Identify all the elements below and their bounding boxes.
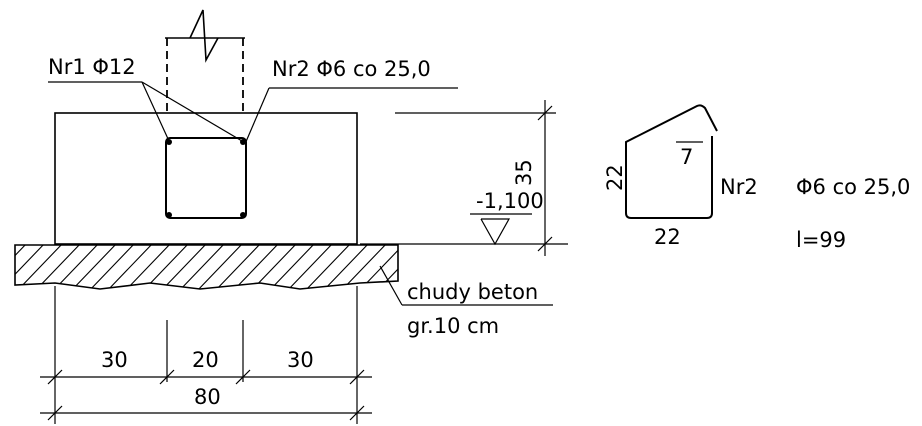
lean-concrete-thickness-label: gr.10 cm	[407, 314, 499, 338]
lean-concrete-leader	[379, 265, 553, 306]
dim-total-label: 80	[194, 385, 221, 409]
hatch-line	[15, 245, 47, 289]
rebar-cage	[165, 137, 247, 219]
lean-concrete-layer	[14, 244, 399, 290]
rebar-nr2-label: Nr2 Φ6 co 25,0	[272, 57, 431, 81]
bottom-dimensions	[40, 286, 372, 424]
hatch-line	[105, 245, 155, 289]
dim-middle-label: 20	[192, 348, 219, 372]
rebar-dot	[166, 212, 172, 218]
hatch-line	[15, 245, 29, 289]
hatch-line	[213, 245, 263, 289]
hatch-line	[123, 245, 173, 289]
stirrup-mark-label: Nr2	[720, 175, 758, 199]
hatch-line	[267, 245, 317, 289]
footing	[54, 112, 358, 245]
stirrup-hook-label: 7	[680, 145, 693, 169]
dim-left-label: 30	[101, 348, 128, 372]
hatch-line	[87, 245, 137, 289]
rebar-nr1-label: Nr1 Φ12	[48, 55, 136, 79]
rebar-leaders	[48, 81, 458, 145]
hatch-line	[321, 245, 371, 289]
hatch-line	[231, 245, 281, 289]
hatch-line	[15, 245, 65, 289]
height-dimension-label: 35	[512, 159, 536, 186]
stirrup-spec-label: Φ6 co 25,0	[796, 175, 910, 199]
hatch-line	[285, 245, 335, 289]
stirrup-shape	[625, 104, 718, 219]
dim-right-label: 30	[287, 348, 314, 372]
stirrup-length-label: l=99	[796, 228, 846, 252]
level-marker	[360, 213, 568, 246]
level-label: -1,100	[476, 189, 544, 213]
rebar-dot	[166, 139, 172, 145]
lean-concrete-label: chudy beton	[407, 280, 538, 304]
stirrup-side-left-label: 22	[603, 164, 627, 191]
stirrup-bottom-label: 22	[654, 225, 681, 249]
rebar-dot	[240, 212, 246, 218]
hatch-line	[195, 245, 245, 289]
hatch-line	[339, 245, 389, 289]
hatch-line	[51, 245, 101, 289]
hatch-line	[69, 245, 119, 289]
column	[165, 9, 245, 112]
hatch-line	[33, 245, 83, 289]
hatch-line	[303, 245, 353, 289]
hatch-line	[159, 245, 209, 289]
hatch-line	[177, 245, 227, 289]
